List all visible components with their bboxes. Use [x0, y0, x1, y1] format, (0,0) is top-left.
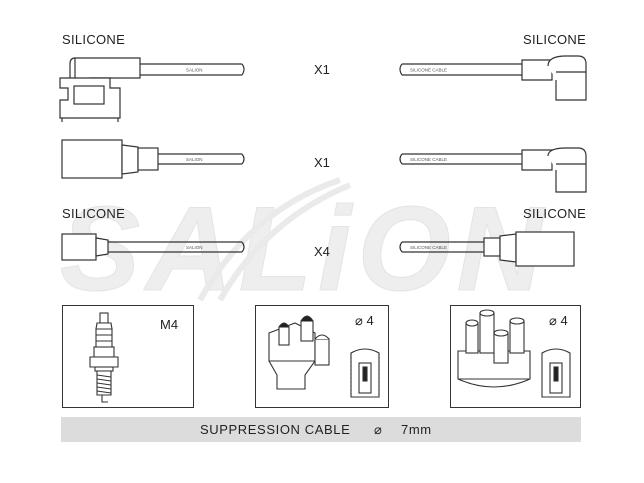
footer-cable-spec: SUPPRESSION CABLE ⌀ 7mm: [61, 417, 581, 442]
spark-plug-box: M4: [62, 305, 194, 408]
cable-print-row3-left: SALION: [186, 245, 203, 250]
cable-print-row2-left: SALION: [186, 157, 203, 162]
distributor-a-diameter-label: ⌀ 4: [355, 313, 374, 328]
distributor-cap-box-a: ⌀ 4: [255, 305, 389, 408]
row2-right-boot: [521, 147, 587, 193]
salion-watermark: SALiON: [60, 177, 549, 310]
label-silicone-mid-left: SILICONE: [62, 206, 126, 221]
row1-right-boot: [521, 55, 587, 101]
watermark-text: SALiON: [60, 182, 549, 310]
cable-print-row3-right: SILICONE CABLE: [410, 245, 447, 250]
row1-left-boot: [59, 57, 141, 122]
spark-plug-icon: [89, 312, 119, 403]
footer-size: 7mm: [401, 422, 432, 437]
footer-text: SUPPRESSION CABLE: [200, 422, 351, 437]
quantity-row-3: X4: [314, 244, 330, 259]
cable-print-row2-right: SILICONE CABLE: [410, 157, 447, 162]
distributor-cap-a-icon: [268, 315, 380, 398]
label-silicone-top-left: SILICONE: [62, 32, 126, 47]
spark-plug-thread-label: M4: [160, 317, 179, 332]
footer-diameter-symbol: ⌀: [374, 422, 383, 437]
label-silicone-top-right: SILICONE: [523, 32, 587, 47]
row2-left-boot: [61, 139, 159, 179]
distributor-b-diameter-label: ⌀ 4: [549, 313, 568, 328]
row3-right-boot: [483, 231, 575, 267]
quantity-row-1: X1: [314, 62, 330, 77]
distributor-cap-b-icon: [457, 309, 571, 398]
cable-print-row1-right: SILICONE CABLE: [410, 68, 447, 73]
label-silicone-mid-right: SILICONE: [523, 206, 587, 221]
quantity-row-2: X1: [314, 155, 330, 170]
cable-print-row1-left: SALION: [186, 68, 203, 73]
row3-left-boot: [61, 233, 109, 261]
distributor-cap-box-b: ⌀ 4: [450, 305, 581, 408]
